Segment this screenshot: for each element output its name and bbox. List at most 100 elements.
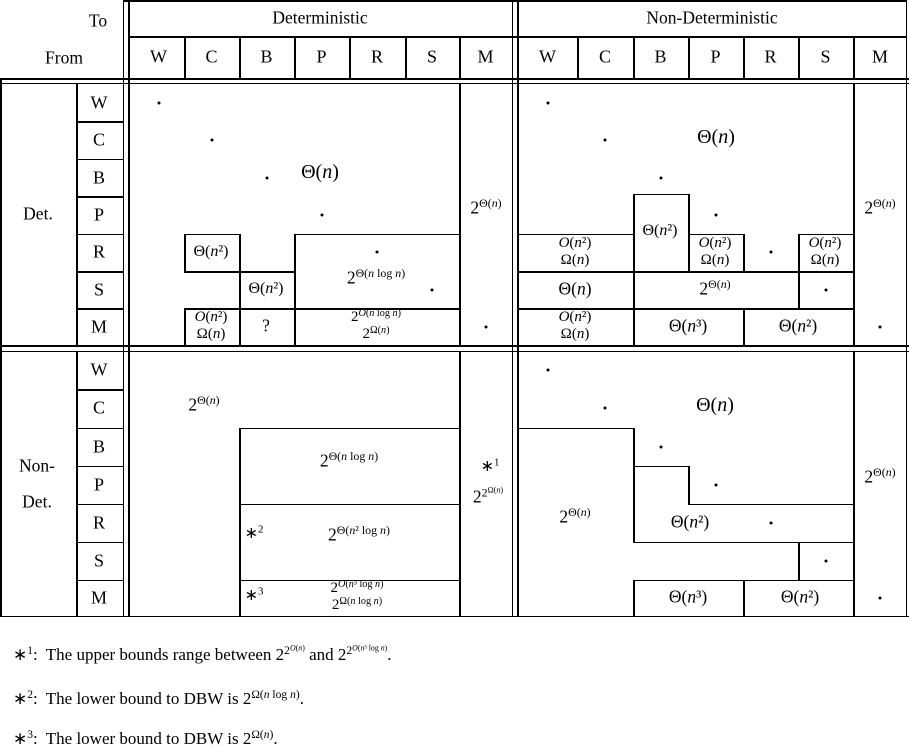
cell-nondet-det-col-m: 22Ω(n) [472, 485, 504, 507]
cell-det-nondet-col-m: 2Θ(n) [864, 196, 896, 218]
grid-line [459, 84, 461, 345]
grid-line [633, 427, 635, 543]
grid-line [853, 84, 855, 345]
grid-line [76, 351, 78, 617]
cell-det-nondet-r-p: O(n²) Ω(n) [698, 235, 732, 268]
cell-nondet-det-box-rs: 2Θ(n² log n) [328, 523, 390, 545]
diagonal-dot [546, 101, 549, 105]
diagonal-dot [769, 250, 772, 254]
grid-line [517, 0, 519, 617]
cell-det-nondet-r-wc: O(n²) Ω(n) [558, 235, 592, 268]
diagonal-dot [430, 288, 434, 291]
cell-det-det-theta-n: Θ(n) [301, 161, 339, 183]
grid-line [577, 36, 579, 80]
grid-line [743, 579, 745, 617]
cell-det-det-m-ps: 2O(n log n) 2Ω(n) [351, 307, 401, 342]
footnote-3: ∗3:The lower bound to DBW is 2Ω(n). [13, 728, 278, 747]
col-header-det-C: C [205, 46, 218, 67]
col-header-det-R: R [370, 46, 384, 67]
row-group-nondet-line1: Non- [19, 455, 55, 476]
grid-line [76, 503, 124, 505]
diagonal-dot [824, 559, 827, 562]
grid-line [76, 579, 124, 581]
diagonal-dot [603, 138, 607, 142]
diagonal-dot [320, 213, 323, 216]
grid-line [76, 389, 124, 391]
row-header-det-P: P [93, 204, 105, 224]
grid-line [518, 233, 633, 235]
grid-line [0, 78, 909, 80]
grid-line [688, 503, 855, 505]
cell-det-det-rs-box: 2Θ(n log n) [346, 266, 406, 288]
row-header-nondet-P: P [93, 474, 105, 494]
row-header-nondet-R: R [92, 512, 106, 532]
diagonal-dot [157, 101, 160, 105]
cell-det-det-m-c: O(n²) Ω(n) [194, 309, 228, 342]
col-header-nondet-W: W [539, 46, 556, 67]
col-header-nondet-B: B [654, 46, 667, 67]
col-header-det-B: B [260, 46, 273, 67]
grid-line [518, 427, 635, 429]
diagonal-dot [265, 176, 268, 179]
col-header-det-S: S [426, 46, 438, 67]
diagonal-dot [659, 176, 662, 179]
grid-line [798, 233, 855, 235]
cell-nondet-det-box-m: 2O(n³ log n) 2Ω(n log n) [330, 578, 384, 613]
grid-line [76, 541, 124, 543]
cell-nondet-det-box-bp: 2Θ(n log n) [319, 449, 379, 471]
grid-line [798, 541, 800, 581]
grid-line [853, 351, 855, 617]
cell-nondet-nondet-left: 2Θ(n) [559, 505, 591, 527]
grid-line [0, 615, 909, 617]
grid-line [294, 36, 296, 80]
grid-line [633, 193, 635, 347]
cell-det-det-col-m: 2Θ(n) [470, 196, 502, 218]
grid-line [76, 308, 124, 310]
cell-nondet-nondet-mid: Θ(n²) [670, 511, 710, 532]
col-header-nondet-M: M [871, 46, 889, 67]
grid-line [76, 158, 124, 160]
grid-line [76, 121, 124, 123]
diagonal-dot [714, 213, 717, 216]
grid-line [239, 427, 461, 429]
grid-line [743, 233, 745, 273]
grid-line [853, 36, 855, 80]
cell-det-nondet-m-wc: O(n²) Ω(n) [558, 309, 592, 342]
grid-line [349, 36, 351, 80]
grid-line [294, 233, 296, 347]
grid-line [798, 36, 800, 80]
grid-line [239, 233, 241, 347]
diagonal-dot [878, 325, 882, 328]
row-header-det-S: S [93, 279, 105, 299]
grid-line [0, 78, 2, 617]
grid-line [128, 0, 130, 617]
grid-line [633, 541, 855, 543]
footnote-1: ∗1:The upper bounds range between 22O(n)… [13, 643, 392, 664]
cell-det-det-s-b: Θ(n²) [248, 280, 284, 298]
column-group-non-deterministic: Non-Deterministic [646, 7, 778, 28]
grid-line [743, 308, 745, 347]
footnote-1-marker: ∗1: [13, 644, 38, 664]
grid-line [633, 193, 690, 195]
from-label: From [45, 47, 83, 68]
cell-det-nondet-m-bp: Θ(n³) [668, 315, 708, 336]
row-header-det-R: R [92, 241, 106, 262]
grid-line [76, 233, 124, 235]
cell-nondet-nondet-col-m: 2Θ(n) [864, 465, 896, 487]
diagonal-dot [210, 138, 213, 142]
grid-line [76, 271, 124, 273]
col-header-det-P: P [316, 46, 327, 67]
grid-line [459, 351, 461, 617]
grid-line [239, 36, 241, 80]
grid-line [239, 579, 461, 581]
row-header-det-B: B [92, 167, 106, 187]
row-header-det-M: M [90, 316, 108, 336]
grid-line [123, 0, 907, 2]
grid-line [76, 465, 124, 467]
diagonal-dot [714, 483, 717, 486]
cell-det-nondet-r-s: O(n²) Ω(n) [808, 235, 842, 268]
col-header-nondet-S: S [820, 46, 831, 67]
grid-line [184, 308, 461, 310]
grid-line [688, 233, 745, 235]
